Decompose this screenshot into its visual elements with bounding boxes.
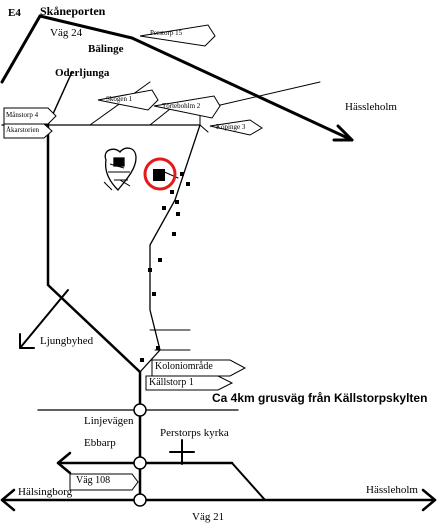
heart-cow-sketch: [103, 147, 137, 191]
road-halsingborg-bend: [231, 462, 266, 501]
sign-koping3: [209, 119, 263, 136]
road-vag21-arrow-left: [0, 488, 16, 512]
property-marker-ring: [143, 157, 177, 191]
sign-tortebohm2: [153, 95, 221, 119]
dot-9: [148, 268, 152, 272]
dot-10: [152, 292, 156, 296]
label-vag21: Väg 21: [192, 511, 225, 523]
label-hassleholm-top: Hässleholm: [345, 101, 397, 113]
sign-text-kallstorp1: Källstorp 1: [149, 377, 194, 388]
dot-12: [156, 346, 160, 350]
label-perstorps-kyrka: Perstorps kyrka: [160, 427, 229, 439]
road-ljungbyhed: [19, 289, 69, 349]
caption: Ca 4km grusväg från Källstorpskylten: [212, 391, 428, 405]
label-odeljunga: Oderljunga: [55, 67, 110, 79]
roundabout-3: [133, 493, 147, 507]
dot-5: [162, 206, 166, 210]
sign-akarstorien: [3, 123, 53, 139]
road-vag21-arrow-right: [421, 488, 437, 512]
sign-vag108: [69, 473, 139, 491]
roundabout-1: [133, 403, 147, 417]
sign-text-akarstorien: Åkarstorien: [6, 126, 40, 134]
label-hassleholm-bottom: Hässleholm: [366, 484, 418, 496]
sign-text-perstorp15: Perstorp 15: [150, 29, 183, 37]
dot-1: [180, 172, 184, 176]
label-ljungbyhed: Ljungbyhed: [40, 335, 94, 347]
label-linjevagen: Linjevägen: [84, 415, 134, 427]
sign-kallstorp1: [145, 375, 234, 391]
label-ebbarp: Ebbarp: [84, 437, 116, 449]
sign-text-kolonomrade: Koloniområde: [155, 361, 213, 372]
sign-perstorp15: [139, 24, 216, 47]
dot-2: [186, 182, 190, 186]
church-cross: [169, 439, 195, 465]
road-vag108-arrow: [56, 451, 72, 475]
label-e4: E4: [8, 7, 21, 19]
label-balinge: Bälinge: [88, 43, 124, 55]
road-e4: [0, 14, 42, 84]
dot-11: [140, 358, 144, 362]
sign-text-skogen1: Skogen 1: [106, 95, 133, 103]
sign-text-koping3: Köpinge 3: [216, 123, 246, 131]
dot-4: [175, 200, 179, 204]
road-property-spur: [199, 124, 209, 133]
sign-manstorp4: [3, 107, 57, 125]
dot-8: [158, 258, 162, 262]
road-vag24: [38, 14, 354, 142]
label-vag24: Väg 24: [50, 27, 83, 39]
roundabout-2: [133, 456, 147, 470]
road-to-property: [139, 124, 201, 373]
sign-text-manstorp4: Månstorp 4: [6, 111, 39, 119]
dot-3: [170, 190, 174, 194]
sign-kolonomrade: [151, 359, 247, 377]
road-ljungbyhed-arrow: [19, 333, 35, 349]
dot-6: [176, 212, 180, 216]
road-vag24-arrow: [332, 124, 354, 142]
sign-skogen1: [97, 89, 159, 111]
dot-7: [172, 232, 176, 236]
property-marker: [153, 169, 165, 181]
label-skaneporten: Skåneporten: [40, 4, 106, 18]
sign-text-vag108: Väg 108: [76, 475, 111, 486]
label-halsingborg: Hälsingborg: [18, 486, 73, 498]
sign-text-tortebohm2: Törtebohlm 2: [162, 102, 201, 110]
